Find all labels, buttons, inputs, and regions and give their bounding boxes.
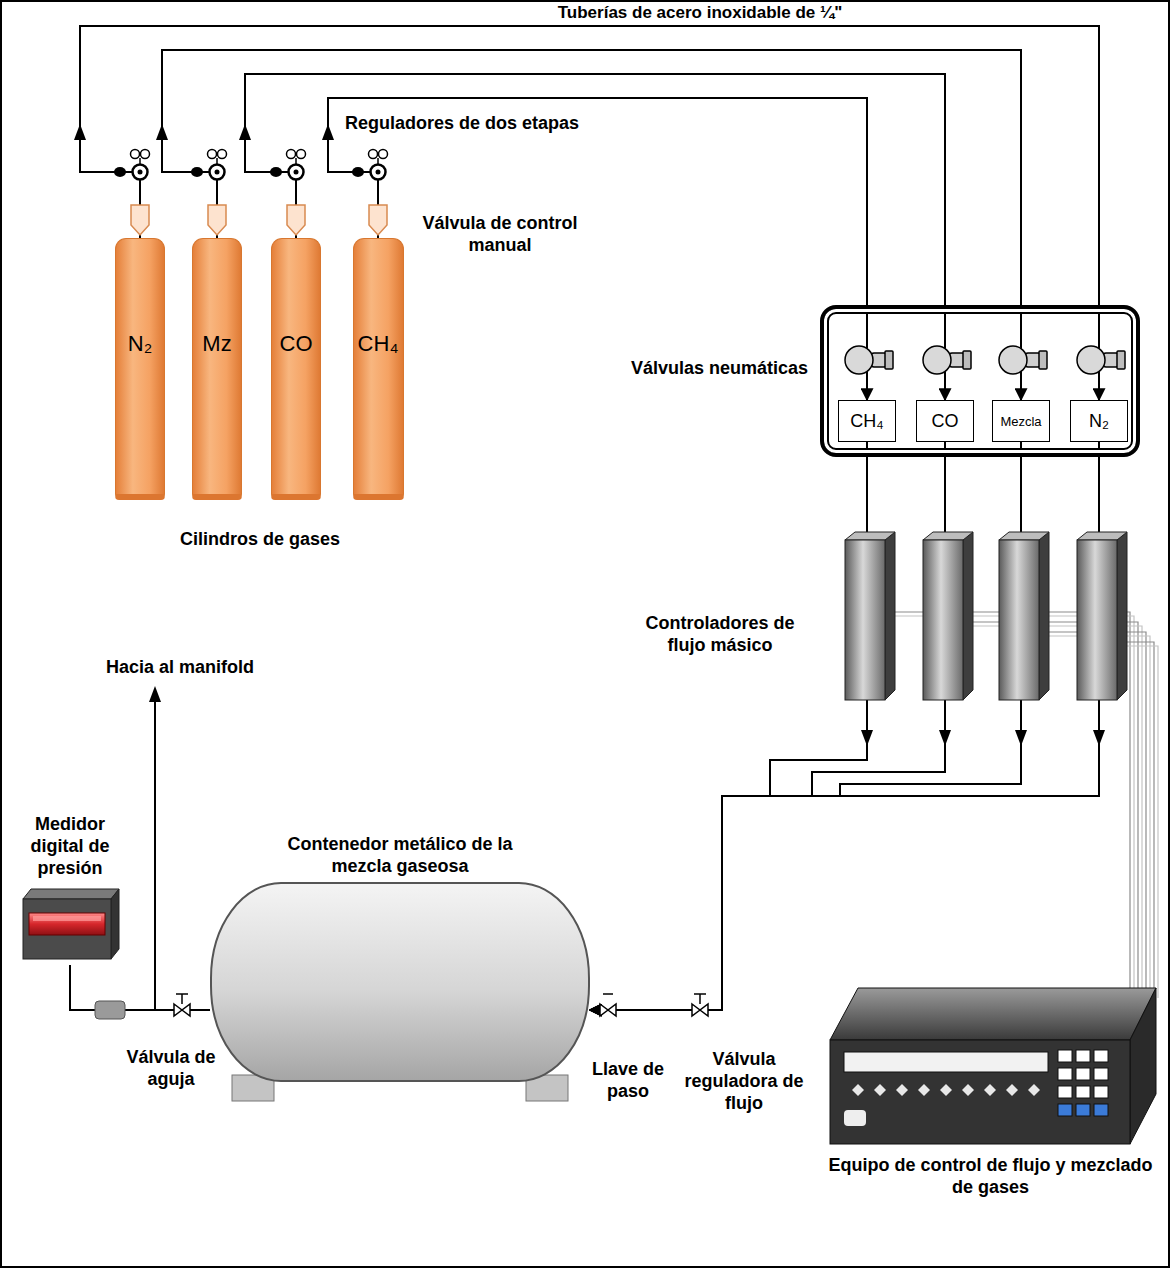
tank-body xyxy=(210,881,590,1107)
valve-box: Mezcla xyxy=(992,400,1050,442)
pipe-connector xyxy=(328,98,867,400)
cylinder-label: CO xyxy=(280,239,313,357)
pneumatic-valve-panel: Válvulas neumáticasCH₄COMezclaN₂ xyxy=(820,305,1140,457)
valve-label: CO xyxy=(932,410,959,432)
unit-caption: Equipo de control de flujo y mezclado de… xyxy=(818,1154,1163,1198)
meter-heading: Medidor digital de presión xyxy=(15,813,125,879)
cylinder-label: Mz xyxy=(202,239,231,357)
tank-heading: Contenedor metálico de la mezcla gaseosa xyxy=(270,833,530,877)
annotation-label: Cilindros de gases xyxy=(150,528,370,550)
annotation-label: Hacia al manifold xyxy=(60,656,300,678)
valve-box: N₂ xyxy=(1070,400,1128,442)
pipe-connector xyxy=(590,442,867,1010)
annotation-label: Reguladores de dos etapas xyxy=(345,112,675,134)
pressure-meter-body xyxy=(15,885,125,965)
panel-heading: Válvulas neumáticas xyxy=(631,357,808,379)
annotation-label: Válvula de control manual xyxy=(415,212,585,256)
gas-cylinder: Mz xyxy=(192,238,242,500)
pipe-connector xyxy=(70,965,210,1010)
valve-label: Mezcla xyxy=(1000,413,1041,430)
pipe-connector xyxy=(590,442,1099,1010)
annotation-label: Válvula reguladora de flujo xyxy=(683,1048,805,1114)
cylinder-label: N₂ xyxy=(128,239,152,357)
pipe-connector xyxy=(245,74,945,400)
valve-label: N₂ xyxy=(1089,410,1109,432)
annotation-label: Llave de paso xyxy=(580,1058,676,1102)
gas-cylinder: CO xyxy=(271,238,321,500)
pipe-connector xyxy=(590,442,1021,1010)
mixture-tank: Contenedor metálico de la mezcla gaseosa xyxy=(210,833,590,1107)
annotation-label: Tuberías de acero inoxidable de ¼" xyxy=(360,3,1040,23)
annotation-label: Controladores de flujo másico xyxy=(625,612,815,656)
gas-cylinder: CH₄ xyxy=(353,238,404,500)
pipe-connector xyxy=(590,442,945,1010)
control-unit-body xyxy=(818,982,1163,1148)
pipe-connector xyxy=(162,50,1021,400)
annotation-label: Válvula de aguja xyxy=(122,1046,220,1090)
flow-control-unit: Equipo de control de flujo y mezclado de… xyxy=(818,982,1163,1198)
pressure-meter: Medidor digital de presión xyxy=(15,813,125,965)
gas-cylinder: N₂ xyxy=(115,238,165,500)
valve-label: CH₄ xyxy=(850,410,883,432)
valve-box: CO xyxy=(916,400,974,442)
cylinder-label: CH₄ xyxy=(358,239,399,357)
valve-box: CH₄ xyxy=(838,400,896,442)
